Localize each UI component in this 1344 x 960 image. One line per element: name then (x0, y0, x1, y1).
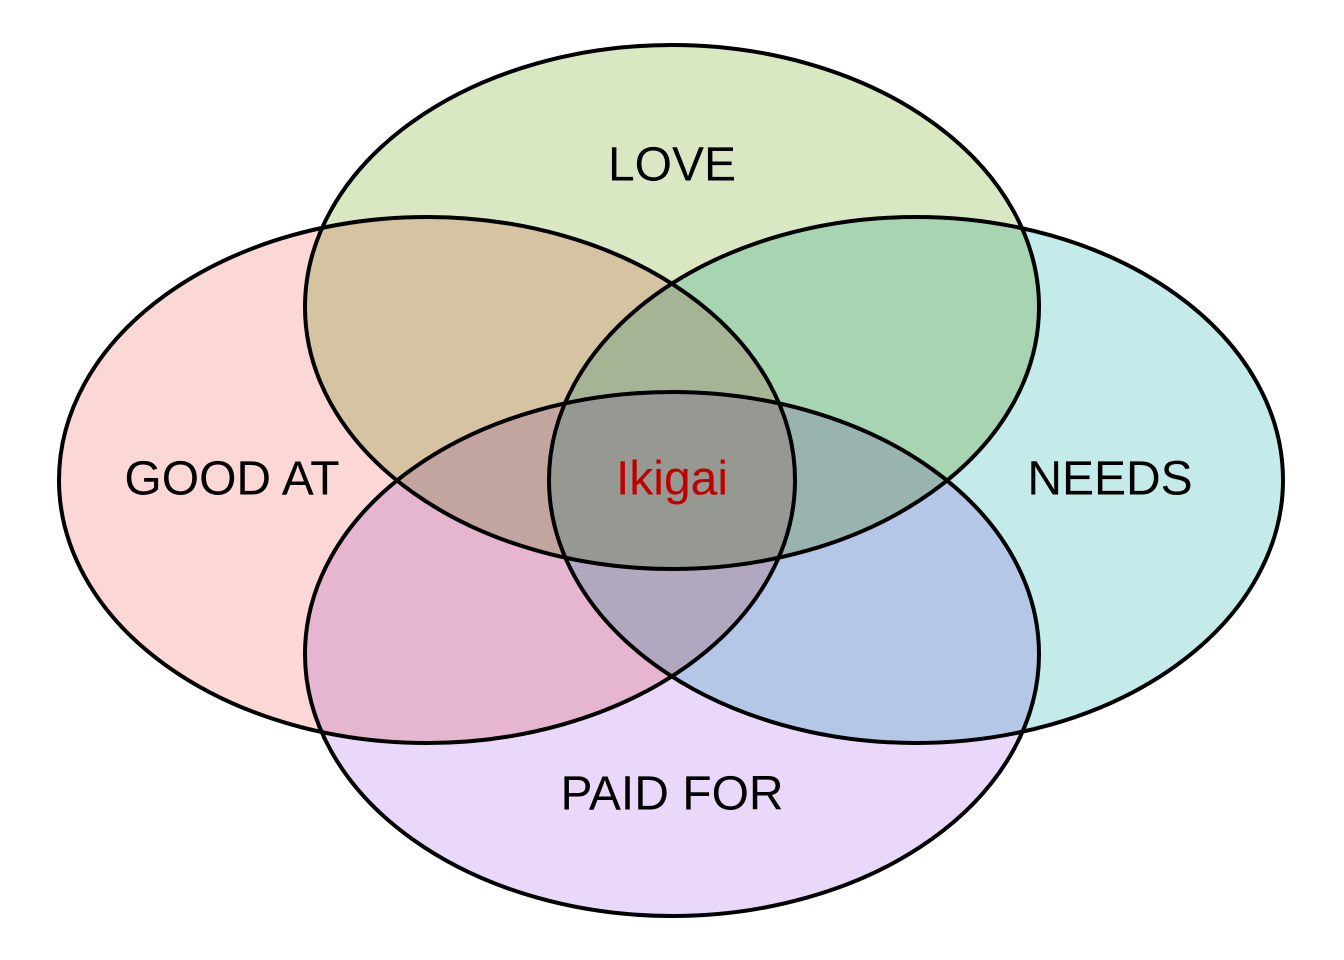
region-fills (59, 45, 1283, 916)
region-outlines (57, 43, 1285, 918)
ikigai-center-label: Ikigai (616, 453, 728, 506)
good-at-label: GOOD AT (124, 453, 339, 506)
needs-outline (547, 215, 1285, 745)
paid-for-outline (303, 390, 1041, 918)
love-label: LOVE (608, 139, 736, 192)
paid-for-label: PAID FOR (560, 768, 783, 821)
paid-for-region (305, 392, 1039, 916)
love-outline (303, 43, 1041, 571)
good-at-outline (57, 215, 797, 745)
needs-label: NEEDS (1027, 453, 1192, 506)
region-labels: LOVE GOOD AT NEEDS PAID FOR Ikigai (124, 139, 1192, 821)
